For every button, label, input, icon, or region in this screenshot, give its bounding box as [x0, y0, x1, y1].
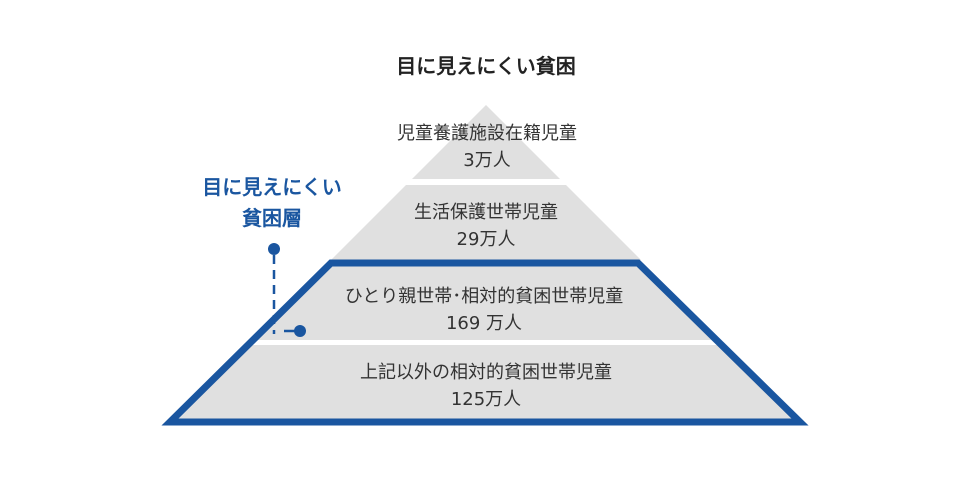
tier-2-shape [331, 185, 641, 260]
invisible-poverty-outline [161, 259, 809, 426]
tier-1-shape [412, 105, 560, 179]
annotation-line-2: 貧困層 [241, 206, 302, 230]
tier-label: 児童養護施設在籍児童 [397, 123, 577, 144]
tier-value: 3万人 [463, 150, 511, 171]
annotation-line-1: 目に見えにくい [202, 175, 342, 199]
invisible-poverty-label: 目に見えにくい 貧困層 [202, 172, 342, 234]
tier-value: 125万人 [450, 389, 522, 410]
tier-label: 上記以外の相対的貧困世帯児童 [360, 362, 612, 383]
tier-1-text: 児童養護施設在籍児童 3万人 [397, 120, 577, 174]
tier-2-text: 生活保護世帯児童 29万人 [414, 199, 558, 253]
tier-3-shape [253, 262, 719, 340]
tier-label: 生活保護世帯児童 [414, 202, 558, 223]
tier-4-text: 上記以外の相対的貧困世帯児童 125万人 [360, 359, 612, 413]
tier-value: 169 万人 [445, 313, 523, 334]
diagram-title: 目に見えにくい貧困 [396, 54, 576, 78]
tier-4-shape [171, 345, 801, 422]
tier-3-text: ひとり親世帯･相対的貧困世帯児童 169 万人 [345, 283, 623, 337]
annotation-dot-bottom [294, 325, 306, 337]
annotation-dot-top [268, 243, 280, 255]
tier-value: 29万人 [456, 229, 516, 250]
tier-label: ひとり親世帯･相対的貧困世帯児童 [344, 286, 624, 307]
